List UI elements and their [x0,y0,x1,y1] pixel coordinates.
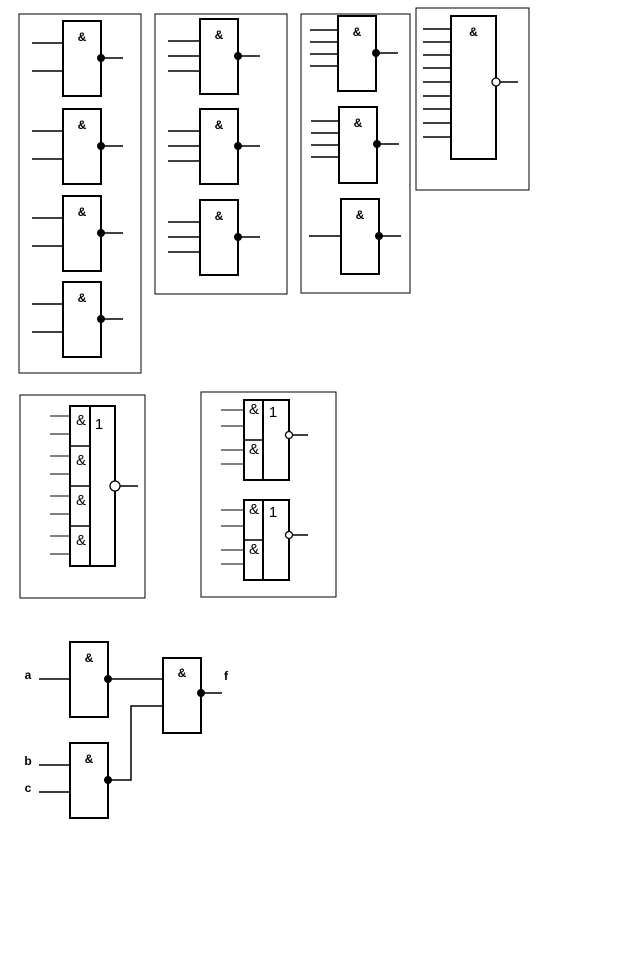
and-symbol: & [215,209,224,223]
aoi-2x2-1: 1&& [221,399,308,481]
or-symbol: 1 [269,504,277,521]
and-symbol: & [85,651,94,665]
and-symbol: & [76,412,86,429]
and-gate-2in-1: & [32,20,123,97]
and-gate-1in: & [309,198,401,275]
circuit-a-b-c-f: & & & a bc f [24,641,229,819]
and-gate-2in-3: & [32,195,123,272]
and-gate-2in-4: & [32,281,123,358]
output-dot [97,229,105,237]
connect-wire [108,705,163,781]
and-symbol: & [78,118,87,132]
inversion-circle [284,430,294,440]
and-symbol: & [78,205,87,219]
gate-body [62,195,102,272]
frame-3-input-and-gates [154,13,288,295]
output-dot [234,52,242,60]
inversion-circle [491,77,501,87]
and-gate-4in-1: & [310,15,398,92]
and-symbol: & [215,118,224,132]
signal-label-b: b [24,754,31,768]
frame-mixed-and-gates [300,13,411,294]
nand-gate-8in: & [423,15,518,160]
output-dot [373,140,381,148]
and-gate-3in-3: & [168,199,260,276]
output-dot [234,142,242,150]
gate-body [199,18,239,95]
output-dot [234,233,242,241]
gate-body [62,108,102,185]
and-gate-3in-1: & [168,18,260,95]
or-body [262,399,290,481]
frame-8-input-nand [415,7,530,191]
gate-body [62,20,102,97]
and-gate-3in-2: & [168,108,260,185]
gate-body [337,15,377,92]
output-dot [97,315,105,323]
and-gate-4in-2: & [311,106,399,184]
or-symbol: 1 [269,404,277,421]
and-symbol: & [78,30,87,44]
frame-aoi-2x2 [200,391,337,598]
and-symbol: & [249,501,259,518]
output-dot [375,232,383,240]
and-symbol: & [78,291,87,305]
signal-label-a: a [25,668,32,682]
output-dot [97,142,105,150]
frame-2-input-and-gates [18,13,142,374]
and-symbol: & [356,208,365,222]
gate-body-and-3 [162,657,202,734]
signal-label-c: c [25,781,32,795]
signal-label-f: f [224,669,229,683]
gate-body [199,108,239,185]
and-symbol: & [85,752,94,766]
and-symbol: & [469,25,478,39]
and-symbol: & [76,452,86,469]
aoi-4x2: 1&&&& [50,405,138,567]
gate-body-and-1 [69,641,109,718]
and-symbol: & [353,25,362,39]
and-symbol: & [354,116,363,130]
aoi-2x2-2: 1&& [221,499,308,581]
and-gate-2in-2: & [32,108,123,185]
gate-body [62,281,102,358]
frame-aoi-4x2 [19,394,146,599]
and-symbol: & [249,441,259,458]
and-symbol: & [76,532,86,549]
and-symbol: & [249,541,259,558]
and-symbol: & [178,666,187,680]
gate-body [450,15,497,160]
output-dot [372,49,380,57]
gate-body-and-2 [69,742,109,819]
and-symbol: & [215,28,224,42]
output-dot [97,54,105,62]
inversion-circle [109,480,121,492]
gate-body [340,198,380,275]
inversion-circle [284,530,294,540]
and-symbol: & [76,492,86,509]
or-symbol: 1 [95,416,103,433]
and-symbol: & [249,401,259,418]
